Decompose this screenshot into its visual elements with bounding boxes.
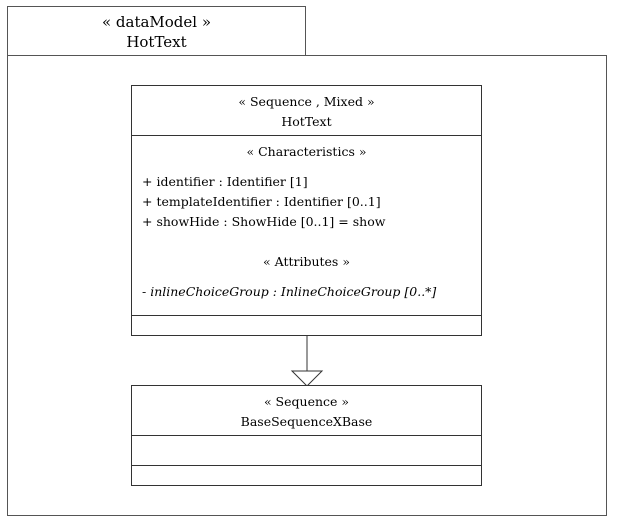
class-hottext-members: « Characteristics » + identifier : Ident… bbox=[132, 136, 481, 316]
class-base-operations bbox=[132, 466, 481, 485]
class-base-name: BaseSequenceXBase bbox=[240, 414, 373, 429]
class-hottext-operations bbox=[132, 316, 481, 335]
class-base-header: « Sequence » BaseSequenceXBase bbox=[132, 386, 481, 436]
characteristic-row: + templateIdentifier : Identifier [0..1] bbox=[142, 194, 381, 209]
characteristics-stereotype: « Characteristics » bbox=[246, 144, 367, 159]
class-hottext-name: HotText bbox=[281, 114, 332, 129]
characteristic-row: + identifier : Identifier [1] bbox=[142, 174, 308, 189]
class-hottext-header: « Sequence , Mixed » HotText bbox=[132, 86, 481, 136]
package-tab: « dataModel » HotText bbox=[7, 6, 306, 55]
package-body bbox=[7, 55, 607, 516]
class-hottext-stereotype: « Sequence , Mixed » bbox=[238, 94, 375, 109]
characteristic-row: + showHide : ShowHide [0..1] = show bbox=[142, 214, 386, 229]
attribute-row: - inlineChoiceGroup : InlineChoiceGroup … bbox=[142, 284, 437, 299]
class-base-sequence[interactable]: « Sequence » BaseSequenceXBase bbox=[131, 385, 482, 486]
class-base-members bbox=[132, 436, 481, 466]
class-base-stereotype: « Sequence » bbox=[263, 394, 350, 409]
attributes-stereotype: « Attributes » bbox=[263, 254, 350, 269]
package-name: HotText bbox=[126, 33, 187, 51]
class-hottext[interactable]: « Sequence , Mixed » HotText « Character… bbox=[131, 85, 482, 336]
package-stereotype: « dataModel » bbox=[101, 13, 212, 31]
